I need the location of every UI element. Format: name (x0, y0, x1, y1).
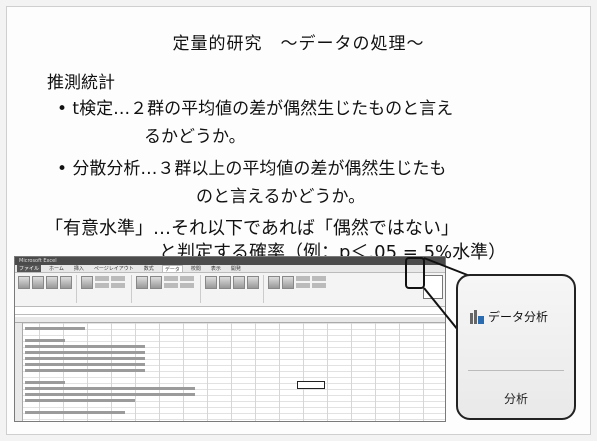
ribbon-group (163, 275, 197, 289)
analysis-group-label: 分析 (503, 392, 528, 406)
row-headers (15, 323, 23, 421)
tab-insert[interactable]: 挿入 (73, 266, 84, 272)
ribbon-separator (131, 275, 132, 303)
ribbon-tabs: ファイル ホーム 挿入 ページレイアウト 数式 データ 校閲 表示 開発 (15, 265, 445, 273)
cell-content (25, 363, 145, 366)
ribbon-button[interactable] (205, 276, 217, 289)
cell-content (25, 345, 145, 348)
bullet-t-test-line2: るかどうか。 (144, 127, 246, 147)
cell-content (25, 393, 195, 396)
data-analysis-icon (470, 309, 484, 324)
ribbon-button[interactable] (60, 276, 72, 289)
ribbon (15, 273, 445, 307)
tab-home[interactable]: ホーム (49, 266, 64, 272)
callout-divider (468, 370, 564, 371)
data-analysis-button[interactable]: データ分析 (470, 308, 548, 325)
ribbon-button[interactable] (268, 276, 280, 289)
bullet-anova-line1: • 分散分析…３群以上の平均値の差が偶然生じたも (57, 159, 447, 179)
formula-bar[interactable] (15, 307, 445, 315)
excel-title-bar: Microsoft Excel (15, 257, 445, 265)
ribbon-group (295, 275, 329, 289)
data-analysis-label: データ分析 (488, 310, 549, 324)
tab-formulas[interactable]: 数式 (143, 266, 154, 272)
ribbon-separator (263, 275, 264, 303)
excel-screenshot: Microsoft Excel ファイル ホーム 挿入 ページレイアウト 数式 … (14, 256, 446, 422)
significance-line1: 「有意水準」…それ以下であれば「偶然ではない」 (45, 218, 459, 239)
selected-cell[interactable] (297, 381, 325, 389)
column-headers (15, 317, 445, 323)
tab-developer[interactable]: 開発 (230, 266, 241, 272)
ribbon-separator (200, 275, 201, 303)
tab-file[interactable]: ファイル (17, 265, 42, 272)
ribbon-separator (76, 275, 77, 303)
ribbon-group (94, 275, 128, 289)
cell-content (25, 339, 65, 342)
zoom-callout: データ分析 分析 (456, 274, 576, 420)
slide-title: 定量的研究 ～データの処理～ (172, 34, 425, 54)
bullet-anova-line2: のと言えるかどうか。 (196, 187, 366, 207)
heading-inferential-statistics: 推測統計 (47, 73, 115, 93)
cell-content (25, 411, 125, 414)
ribbon-button[interactable] (233, 276, 245, 289)
ribbon-button[interactable] (18, 276, 30, 289)
cell-content (25, 399, 135, 402)
ribbon-button[interactable] (150, 276, 162, 289)
tab-data[interactable]: データ (161, 265, 183, 273)
bullet-t-test-line1: • t検定…２群の平均値の差が偶然生じたものと言え (57, 99, 454, 119)
cell-content (25, 387, 195, 390)
ribbon-button[interactable] (136, 276, 148, 289)
ribbon-button[interactable] (219, 276, 231, 289)
data-analysis-ribbon-button[interactable] (423, 275, 443, 299)
ribbon-button[interactable] (282, 276, 294, 289)
ribbon-button[interactable] (46, 276, 58, 289)
tab-page-layout[interactable]: ページレイアウト (93, 266, 134, 272)
ribbon-button[interactable] (32, 276, 44, 289)
tab-review[interactable]: 校閲 (190, 266, 201, 272)
cell-content (25, 357, 145, 360)
cell-content (25, 369, 145, 372)
cell-content (25, 351, 145, 354)
ribbon-button[interactable] (81, 276, 93, 289)
cell-content (25, 381, 65, 384)
ribbon-button[interactable] (247, 276, 259, 289)
cell-content (25, 327, 85, 330)
tab-view[interactable]: 表示 (210, 266, 221, 272)
